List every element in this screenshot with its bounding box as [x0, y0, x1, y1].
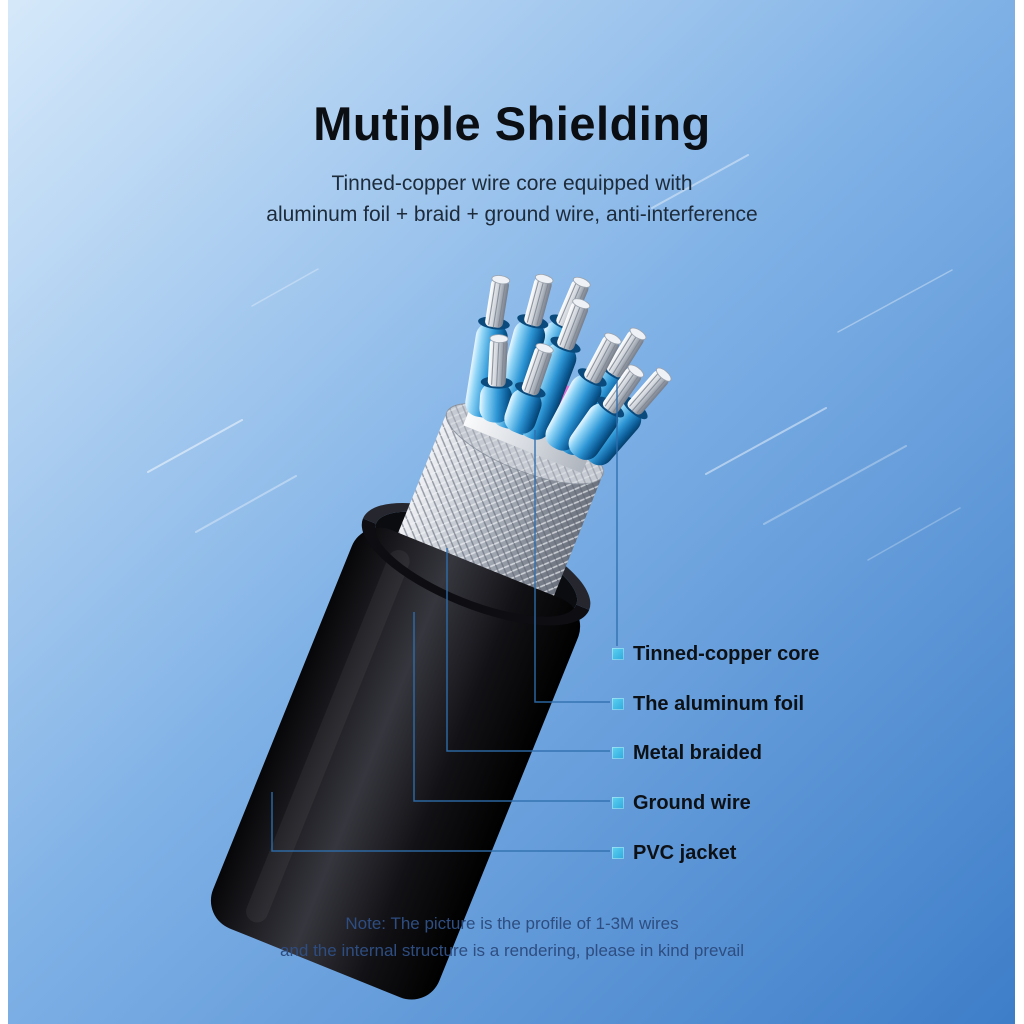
callout-lines — [271, 380, 618, 852]
jacket-highlight — [246, 549, 410, 923]
subtitle-line1: Tinned-copper wire core equipped with — [331, 172, 693, 195]
callout-line-ground-wire — [413, 612, 610, 802]
callout-line-pvc-jacket — [271, 792, 610, 852]
left-edge-strip — [0, 0, 8, 1024]
speed-lines — [147, 154, 961, 561]
callout-marker-icon — [612, 648, 624, 660]
wire-shape — [545, 332, 622, 451]
right-edge-strip — [1015, 0, 1024, 1024]
footer-note: Note: The picture is the profile of 1-3M… — [0, 910, 1024, 964]
note-line1: Note: The picture is the profile of 1-3M… — [345, 914, 679, 933]
callout-marker-icon — [612, 747, 624, 759]
callout-metal-braided: Metal braided — [612, 742, 762, 764]
callout-marker-icon — [612, 847, 624, 859]
callout-line-aluminum-foil — [534, 430, 610, 703]
callout-marker-icon — [612, 698, 624, 710]
callout-line-metal-braided — [446, 548, 610, 752]
cable-illustration — [210, 274, 672, 1000]
wire-shape — [504, 343, 554, 434]
callout-marker-icon — [612, 797, 624, 809]
callout-pvc-jacket: PVC jacket — [612, 842, 736, 864]
wire-bundle — [465, 274, 672, 466]
wire-shape — [479, 334, 513, 423]
callout-ground-wire: Ground wire — [612, 792, 751, 814]
callout-label: PVC jacket — [633, 841, 737, 864]
jacket-front-rim — [361, 518, 590, 626]
pvc-jacket-shape — [210, 527, 581, 1000]
callout-label: Ground wire — [633, 791, 751, 814]
callout-label: Tinned-copper core — [633, 642, 820, 665]
callout-label: Metal braided — [633, 741, 762, 764]
note-line2: and the internal structure is a renderin… — [280, 941, 744, 960]
callout-label: The aluminum foil — [633, 692, 805, 715]
subtitle: Tinned-copper wire core equipped with al… — [0, 168, 1024, 230]
callout-aluminum-foil: The aluminum foil — [612, 693, 804, 715]
page-title: Mutiple Shielding — [313, 97, 711, 150]
callout-tinned-copper-core: Tinned-copper core — [612, 643, 819, 665]
subtitle-line2: aluminum foil + braid + ground wire, ant… — [266, 203, 758, 226]
